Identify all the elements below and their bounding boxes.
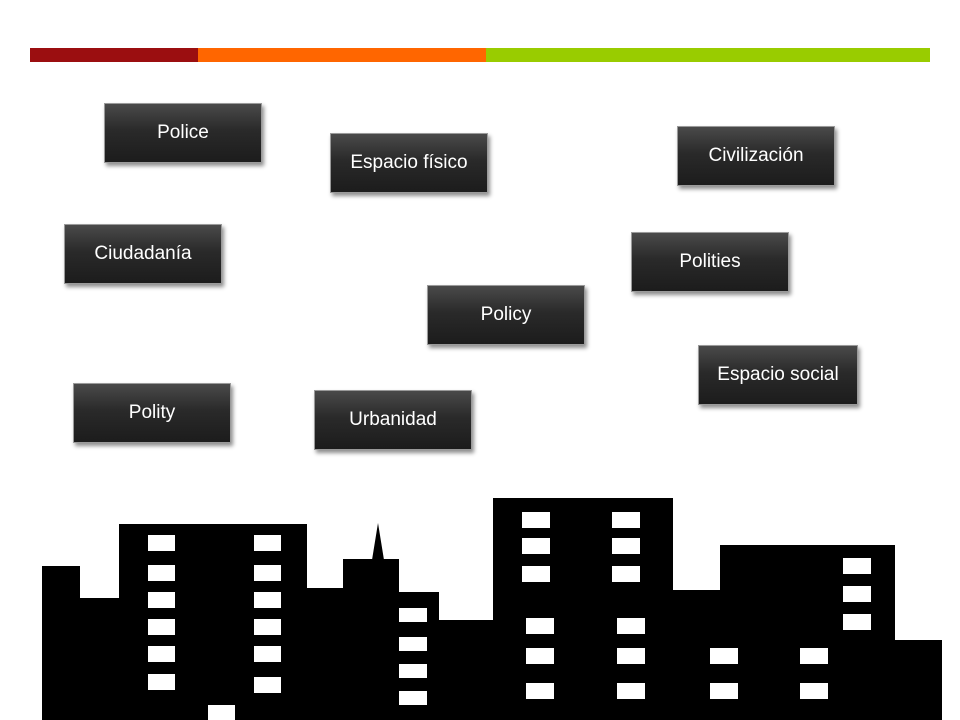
term-civilizacion[interactable]: Civilización (677, 126, 835, 186)
building-windows (148, 512, 871, 720)
term-polities[interactable]: Polities (631, 232, 789, 292)
term-ciudadania[interactable]: Ciudadanía (64, 224, 222, 284)
accent-bar-green (486, 48, 930, 62)
accent-bar-orange (198, 48, 486, 62)
term-policy[interactable]: Policy (427, 285, 585, 345)
accent-bar-red (30, 48, 198, 62)
term-police[interactable]: Police (104, 103, 262, 163)
term-espacio-social[interactable]: Espacio social (698, 345, 858, 405)
term-urbanidad[interactable]: Urbanidad (314, 390, 472, 450)
term-espacio-fisico[interactable]: Espacio físico (330, 133, 488, 193)
term-polity[interactable]: Polity (73, 383, 231, 443)
